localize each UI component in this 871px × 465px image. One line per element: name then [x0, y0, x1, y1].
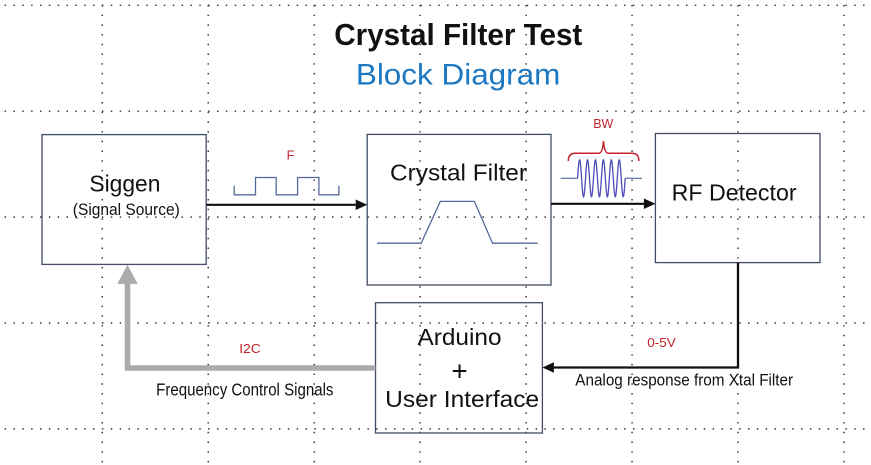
svg-text:Block Diagram: Block Diagram: [356, 58, 561, 91]
svg-text:User Interface: User Interface: [385, 386, 539, 412]
svg-text:Siggen: Siggen: [89, 171, 160, 197]
svg-text:0-5V: 0-5V: [647, 335, 676, 350]
svg-text:Analog response from Xtal Filt: Analog response from Xtal Filter: [575, 371, 793, 389]
svg-text:RF Detector: RF Detector: [672, 179, 797, 205]
svg-text:Frequency Control Signals: Frequency Control Signals: [156, 380, 333, 400]
svg-text:Arduino: Arduino: [418, 324, 502, 350]
svg-text:(Signal Source): (Signal Source): [73, 200, 180, 219]
svg-text:I2C: I2C: [239, 341, 261, 356]
svg-text:Crystal Filter Test: Crystal Filter Test: [334, 18, 582, 52]
svg-text:F: F: [287, 149, 295, 163]
svg-text:BW: BW: [593, 116, 614, 131]
svg-text:+: +: [451, 355, 467, 386]
svg-text:Crystal Filter: Crystal Filter: [390, 160, 527, 186]
